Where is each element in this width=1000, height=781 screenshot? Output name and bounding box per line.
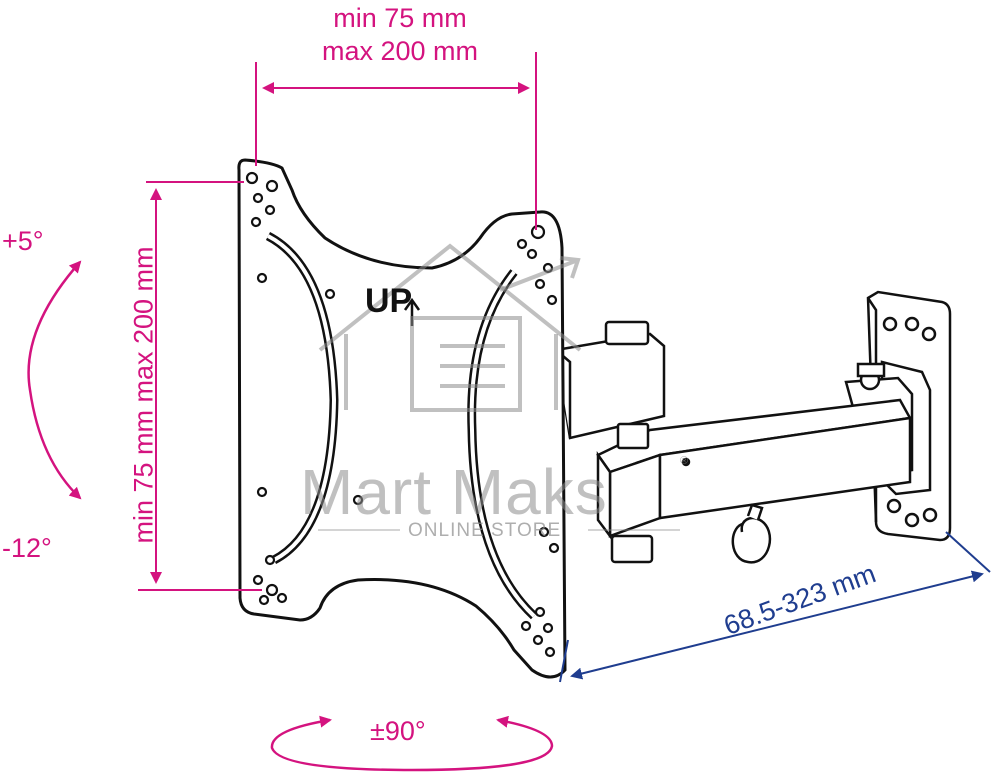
vesa-height-dimension <box>138 181 262 591</box>
extension-arm <box>596 398 912 564</box>
vesa-plate <box>237 158 567 679</box>
swivel-label: ±90° <box>370 716 426 746</box>
vesa-width-min: min 75 mm <box>333 3 467 33</box>
watermark-house-icon <box>318 243 582 412</box>
tilt-down-label: -12° <box>2 533 52 563</box>
vesa-width-max: max 200 mm <box>321 36 479 66</box>
watermark-brand: Mart Maks <box>300 456 608 528</box>
vesa-holes <box>245 171 560 658</box>
vesa-height-label: min 75 mm max 200 mm <box>128 246 159 544</box>
watermark-registered: ® <box>680 455 689 467</box>
tilt-up-label: +5° <box>2 226 44 256</box>
watermark-tagline: ONLINE STORE <box>408 520 562 541</box>
vesa-width-dimension <box>255 52 537 230</box>
up-label: UP <box>365 282 413 320</box>
extension-dimension <box>559 531 991 683</box>
vesa-width-label: min 75 mm max 200 mm <box>300 2 500 68</box>
swivel-ellipse <box>270 715 554 772</box>
tilt-arc <box>27 260 82 500</box>
